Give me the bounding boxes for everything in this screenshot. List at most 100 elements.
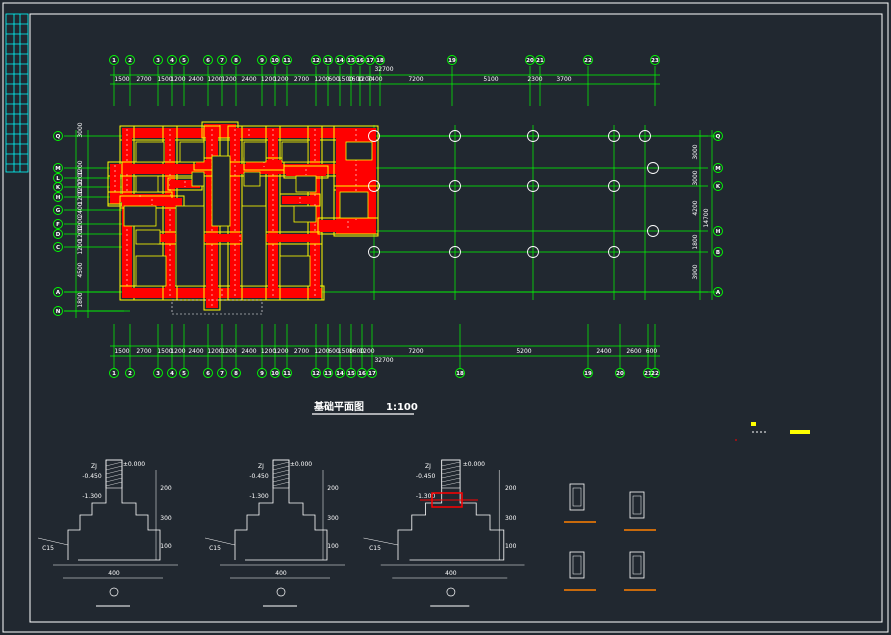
wall-strip — [286, 168, 326, 176]
hatch-line — [272, 473, 290, 479]
dimension-text-bottom: 1200 — [207, 348, 222, 355]
axis-bubble-top — [109, 55, 119, 65]
axis-bubble-bottom-label: 6 — [206, 371, 210, 377]
dimension-text-top: 1600 — [348, 76, 363, 83]
axis-bubble-bottom — [109, 368, 119, 378]
detail-label: C15 — [42, 545, 54, 552]
dimension-text-right: 14700 — [703, 208, 710, 227]
axis-bubble-right — [713, 226, 723, 236]
wall-strip — [110, 164, 120, 204]
dimension-text-left: 4500 — [77, 262, 84, 277]
axis-bubble-bottom — [217, 368, 227, 378]
axis-bubble-top-label: 7 — [220, 58, 224, 64]
column-circle — [368, 130, 380, 142]
dimension-text-bottom: 1200 — [273, 348, 288, 355]
detail-label: C15 — [369, 545, 381, 552]
wall-strip — [122, 128, 376, 138]
axis-bubble-bottom-label: 14 — [336, 371, 344, 377]
detail-label: ±0.000 — [290, 461, 312, 468]
axis-bubble-right — [713, 247, 723, 257]
dimension-text-left: 1200 — [77, 216, 84, 231]
room-opening — [243, 141, 267, 163]
dimension-text-top: 1200 — [261, 76, 276, 83]
detail-label: -0.450 — [249, 473, 269, 480]
room-opening — [345, 141, 373, 161]
hatch-line — [441, 469, 461, 475]
wall-strip — [165, 128, 175, 298]
dimension-text-top: 1200 — [170, 76, 185, 83]
axis-bubble-left-label: H — [56, 195, 61, 201]
hatch-line — [441, 473, 461, 479]
dimension-text-top: 1500 — [338, 76, 353, 83]
dimension-text-bottom: 1500 — [338, 348, 353, 355]
wall-strip — [282, 196, 318, 204]
axis-bubble-bottom — [125, 368, 135, 378]
room-opening — [339, 191, 369, 219]
axis-bubble-top-label: 20 — [526, 58, 534, 64]
axis-bubble-bottom — [455, 368, 465, 378]
axis-bubble-top — [525, 55, 535, 65]
dimension-text-top: 1500 — [114, 76, 129, 83]
axis-bubble-left-label: N — [56, 309, 61, 315]
wall-strip — [170, 180, 200, 188]
axis-bubble-bottom-label: 16 — [358, 371, 366, 377]
detail-label: -1.300 — [82, 493, 102, 500]
room-opening — [211, 155, 231, 227]
axis-bubble-left — [53, 192, 63, 202]
column-rebar — [632, 555, 642, 575]
hatch-line — [441, 465, 461, 471]
axis-bubble-bottom-label: 3 — [156, 371, 160, 377]
dimension-text-bottom: 600 — [328, 348, 340, 355]
foundation-section-details: ZJ±0.000-0.450-1.300200300400100C15ZJ±0.… — [37, 459, 656, 607]
detail-label: -0.450 — [82, 473, 102, 480]
hatch-line — [441, 477, 461, 483]
hatch-line — [105, 465, 123, 471]
dimension-text-top: 1200 — [273, 76, 288, 83]
axis-bubble-top — [125, 55, 135, 65]
axis-bubble-left-label: M — [55, 166, 60, 172]
dimension-text-right: 4200 — [692, 200, 699, 215]
detail-label: -0.450 — [416, 473, 436, 480]
axis-bubble-bottom-label: 21 — [644, 371, 652, 377]
axis-bubble-left — [53, 182, 63, 192]
axis-bubble-bottom-label: 2 — [128, 371, 132, 377]
dimension-text-right: 3900 — [692, 264, 699, 279]
axis-bubble-bottom — [311, 368, 321, 378]
axis-bubble-left-label: D — [56, 232, 61, 238]
axis-bubble-right-label: K — [716, 184, 721, 190]
axis-bubble-bottom — [257, 368, 267, 378]
axis-bubble-left — [53, 306, 63, 316]
axis-bubble-top-label: 4 — [170, 58, 174, 64]
axis-bubble-top-label: 3 — [156, 58, 160, 64]
hatch-line — [272, 469, 290, 475]
axis-bubble-bottom — [203, 368, 213, 378]
room-opening — [241, 205, 267, 287]
column-detail — [569, 551, 585, 579]
axis-bubble-top — [167, 55, 177, 65]
detail-label: 100 — [160, 543, 172, 550]
room-opening — [135, 175, 159, 193]
axis-bubble-right-label: B — [716, 250, 720, 256]
column-circle — [449, 130, 461, 142]
axis-bubble-bottom-label: 1 — [112, 371, 116, 377]
column-circle — [608, 180, 620, 192]
axis-bubble-bottom-label: 22 — [651, 371, 659, 377]
column-rebar — [632, 495, 642, 515]
axis-bubble-right — [713, 287, 723, 297]
footing-outline — [397, 459, 505, 561]
dimension-text-bottom: 1500 — [114, 348, 129, 355]
column-circle — [647, 225, 659, 237]
axis-bubble-left — [53, 219, 63, 229]
leader-line — [37, 537, 69, 546]
axis-bubble-bottom-label: 11 — [283, 371, 291, 377]
axis-bubble-bottom — [346, 368, 356, 378]
axis-bubble-top — [257, 55, 267, 65]
axis-bubble-bottom — [367, 368, 377, 378]
detail-label: -1.300 — [416, 493, 436, 500]
axis-bubble-bottom — [153, 368, 163, 378]
dimension-text-bottom: 1200 — [261, 348, 276, 355]
hatch-line — [272, 461, 290, 467]
dimension-text-bottom: 1200 — [359, 348, 374, 355]
axis-bubble-bottom-label: 13 — [324, 371, 332, 377]
axis-bubble-right-label: Q — [716, 134, 721, 140]
